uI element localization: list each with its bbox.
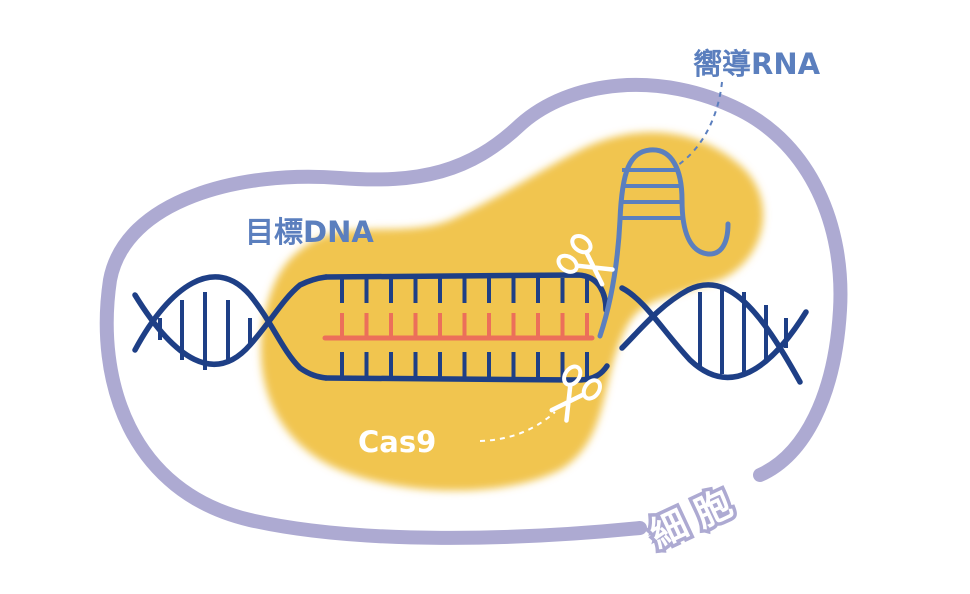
guide-rna-pointer xyxy=(677,81,723,166)
dna-strand xyxy=(619,282,803,385)
guide-rna-hairpin-rungs xyxy=(620,168,682,220)
scissors-icon xyxy=(549,364,602,423)
target-dna-label: 目標DNA xyxy=(245,215,374,249)
cas9-protein xyxy=(260,132,764,491)
cell-label: 細 胞 xyxy=(644,483,738,556)
dna-strand-top xyxy=(323,272,609,313)
cell-membrane xyxy=(99,77,848,545)
cas9-pointer xyxy=(479,411,556,442)
dna-strand xyxy=(132,274,329,367)
dna-strand xyxy=(132,274,329,381)
guide-rna-label: 嚮導RNA xyxy=(693,47,821,81)
guide-rna-strand xyxy=(597,147,731,339)
scissors-icon xyxy=(556,234,615,287)
dna-strand xyxy=(619,285,809,380)
guide-rna xyxy=(597,147,731,339)
cas9-label: Cas9 xyxy=(358,425,436,459)
